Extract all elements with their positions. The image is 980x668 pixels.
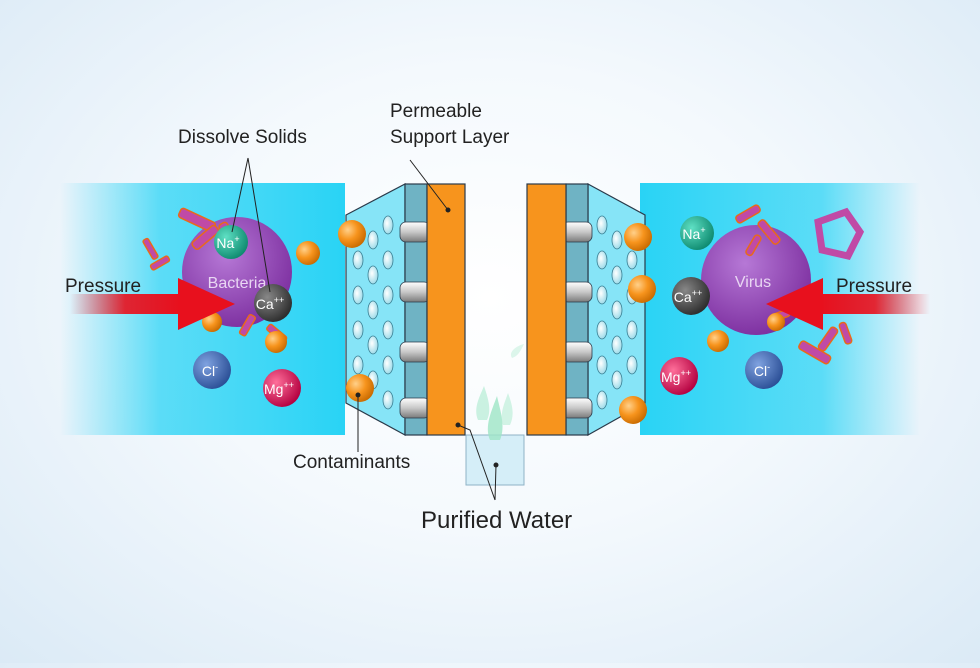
pressure-right-label: Pressure <box>836 276 913 297</box>
right-protein-cluster <box>735 204 865 365</box>
right-pores <box>596 215 638 410</box>
right-contaminant-dot-3 <box>619 396 647 424</box>
right-ca-ion: Ca++ <box>672 277 710 315</box>
right-contaminant-dot-1 <box>624 223 652 251</box>
left-na-ion: Na+ <box>214 225 248 259</box>
purified-water-label: Purified Water <box>421 507 573 534</box>
contaminants-label: Contaminants <box>293 452 411 473</box>
right-mg-ion: Mg++ <box>660 357 698 395</box>
permeable-label-line2: Support Layer <box>390 127 510 148</box>
left-pressure-arrow <box>70 278 235 330</box>
virus-label: Virus <box>735 274 771 291</box>
left-contaminant-dot-3 <box>265 331 287 353</box>
right-contaminant-dot-4 <box>707 330 729 352</box>
bacteria-label: Bacteria <box>208 275 267 292</box>
right-na-ion: Na+ <box>680 216 714 250</box>
left-contaminant-dot-1 <box>202 312 222 332</box>
left-mg-ion: Mg++ <box>263 369 301 407</box>
svg-text:Cl-: Cl- <box>202 362 218 379</box>
left-contaminant-dot-2 <box>296 241 320 265</box>
left-ca-ion: Ca++ <box>254 284 292 322</box>
right-pressure-arrow <box>766 278 930 330</box>
svg-text:Cl-: Cl- <box>754 362 770 379</box>
right-contaminant-dot-2 <box>628 275 656 303</box>
right-cl-ion: Cl- <box>745 351 783 389</box>
left-cl-ion: Cl- <box>193 351 231 389</box>
left-membrane <box>345 183 466 437</box>
left-contaminant-dot-5 <box>346 374 374 402</box>
right-contaminant-dot-5 <box>767 313 785 331</box>
leader-lines <box>231 157 499 501</box>
svg-text:Na+: Na+ <box>682 225 705 242</box>
pressure-left-label: Pressure <box>65 276 142 297</box>
svg-text:Mg++: Mg++ <box>264 380 294 397</box>
purified-water-container <box>465 344 525 486</box>
svg-text:Ca++: Ca++ <box>674 288 702 305</box>
svg-text:Mg++: Mg++ <box>661 368 691 385</box>
svg-text:Na+: Na+ <box>216 234 239 251</box>
left-pores <box>352 215 394 410</box>
svg-text:Ca++: Ca++ <box>256 295 284 312</box>
left-contaminant-dot-4 <box>338 220 366 248</box>
permeable-label-line1: Permeable <box>390 101 482 122</box>
dissolve-solids-label: Dissolve Solids <box>178 127 307 148</box>
